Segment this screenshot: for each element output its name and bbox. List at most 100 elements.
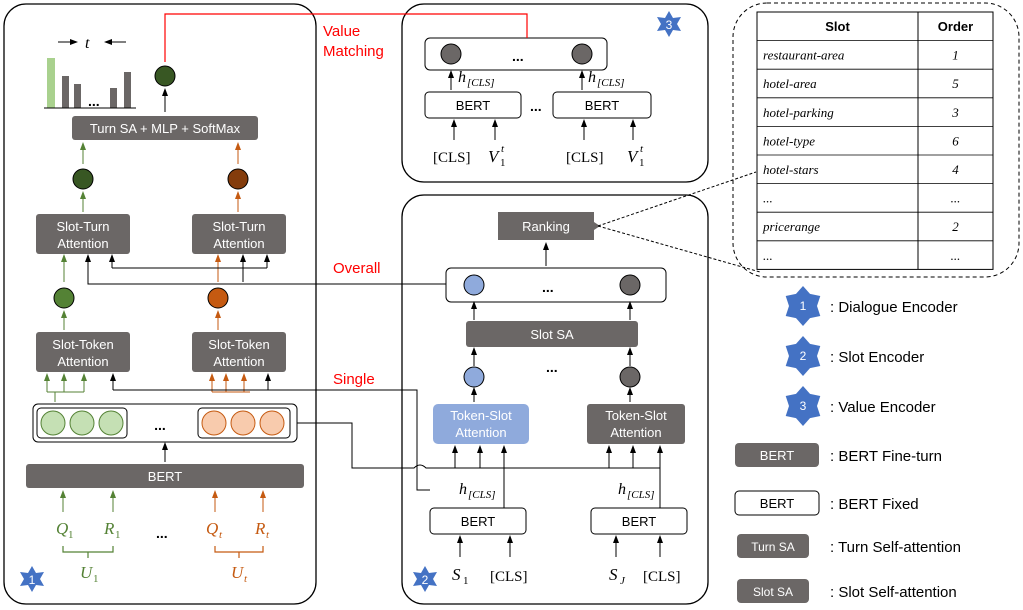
turn-output-node xyxy=(154,65,176,87)
svg-text:1: 1 xyxy=(115,529,121,541)
svg-text:2: 2 xyxy=(800,349,807,363)
svg-text:1: 1 xyxy=(639,157,645,169)
legend-key-box xyxy=(735,443,819,467)
ranking-box xyxy=(498,212,600,240)
ut-brace xyxy=(214,546,264,558)
legend-item-text: : BERT Fine-turn xyxy=(830,448,942,465)
dialogue-encoder-panel xyxy=(3,3,317,605)
table-cell-order: 3 xyxy=(951,105,959,120)
slot-s1-label: S 1 xyxy=(452,565,469,587)
legend-item-text: : Slot Encoder xyxy=(830,349,924,366)
svg-text:U: U xyxy=(231,563,245,582)
svg-text:R: R xyxy=(103,519,115,538)
svg-text:Turn SA + MLP + SoftMax: Turn SA + MLP + SoftMax xyxy=(90,121,241,136)
svg-text:h: h xyxy=(618,481,626,498)
svg-text:Attention: Attention xyxy=(57,236,108,251)
value-v1-2: V 1 t xyxy=(627,143,645,169)
u1-label: U 1 xyxy=(80,563,99,585)
svg-text:t: t xyxy=(266,529,270,541)
slot-ellipsis-top: ... xyxy=(542,279,554,295)
svg-text:1: 1 xyxy=(463,575,469,587)
svg-text:Slot SA: Slot SA xyxy=(530,327,574,342)
table-cell-slot: hotel-stars xyxy=(763,162,819,177)
svg-text:3: 3 xyxy=(666,18,673,32)
value-bert-1 xyxy=(424,91,522,119)
value-h-cls-1: h [CLS] xyxy=(458,69,495,89)
svg-text:BERT: BERT xyxy=(461,514,495,529)
svg-text:h: h xyxy=(459,481,467,498)
svg-text:BERT: BERT xyxy=(148,469,182,484)
value-matching-connection xyxy=(164,13,528,62)
token-node-orange-1 xyxy=(201,410,227,436)
rt-label: R t xyxy=(254,519,270,541)
svg-text:t: t xyxy=(501,143,505,155)
slot-token-output-green xyxy=(53,287,75,309)
dialogue-bert xyxy=(26,464,304,488)
token-node-orange-2 xyxy=(230,410,256,436)
svg-text:h: h xyxy=(588,69,596,86)
value-encoder-panel xyxy=(401,3,709,183)
slot-token-attention-1 xyxy=(36,332,130,372)
svg-text:Attention: Attention xyxy=(455,425,506,440)
turn-sa-mlp-softmax xyxy=(72,116,258,140)
slot-order-callout xyxy=(732,2,1020,278)
svg-text:h: h xyxy=(458,69,466,86)
t-label: t xyxy=(85,35,90,52)
table-cell-order: ... xyxy=(951,248,961,263)
token-slot-attention-1 xyxy=(433,404,529,444)
legend-item-text: : Dialogue Encoder xyxy=(830,299,958,316)
svg-text:1: 1 xyxy=(800,299,807,313)
svg-text:Slot-Token: Slot-Token xyxy=(208,337,269,352)
value-bert-2 xyxy=(552,91,652,119)
overall-connection xyxy=(87,282,446,285)
table-cell-order: 4 xyxy=(952,162,959,177)
slot-sa xyxy=(466,321,638,347)
svg-text:t: t xyxy=(219,529,223,541)
dialogue-encoder-badge: 1 xyxy=(20,566,44,592)
slot-turn-output-green xyxy=(72,168,94,190)
turn-width-marker: t xyxy=(58,35,126,52)
slot-token-attention-2 xyxy=(192,332,286,372)
value-encoder-badge: 3 xyxy=(657,11,681,37)
legend-item-text: : Turn Self-attention xyxy=(830,539,961,556)
slot-turn-output-orange xyxy=(227,168,249,190)
svg-text:BERT: BERT xyxy=(585,98,619,113)
token-node-orange-3 xyxy=(259,410,285,436)
svg-text:1: 1 xyxy=(68,529,74,541)
legend-key-box xyxy=(737,534,809,558)
legend-item-text: : Slot Self-attention xyxy=(830,584,957,601)
svg-text:1: 1 xyxy=(29,573,36,587)
slot-h-cls-1: h [CLS] xyxy=(459,481,496,501)
svg-text:Ranking: Ranking xyxy=(522,219,570,234)
ut-label: U t xyxy=(231,563,248,585)
table-cell-slot: hotel-area xyxy=(763,76,817,91)
svg-text:1: 1 xyxy=(500,157,506,169)
value-h-cls-2: h [CLS] xyxy=(588,69,625,89)
svg-text:S: S xyxy=(609,565,618,584)
bars-ellipsis: ... xyxy=(88,93,100,109)
svg-text:BERT: BERT xyxy=(622,514,656,529)
q1-label: Q 1 xyxy=(56,519,74,541)
table-cell-slot: pricerange xyxy=(762,219,820,234)
legend-key-label: BERT xyxy=(760,496,794,511)
legend-item-text: : BERT Fixed xyxy=(830,496,919,513)
table-cell-order: 1 xyxy=(952,48,959,63)
svg-text:Q: Q xyxy=(56,519,68,538)
svg-text:V: V xyxy=(488,147,501,166)
token-ellipsis: ... xyxy=(154,417,166,433)
qt-label: Q t xyxy=(206,519,223,541)
slot-ellipsis-mid: ... xyxy=(546,359,558,375)
value-cls-2: [CLS] xyxy=(566,150,604,166)
value-ellipsis-top: ... xyxy=(512,48,524,64)
value-matching-label-1: Value xyxy=(323,23,360,40)
table-cell-slot: ... xyxy=(763,248,773,263)
table-cell-slot: hotel-parking xyxy=(763,105,834,120)
value-node-2 xyxy=(571,43,593,65)
table-header-slot: Slot xyxy=(825,19,850,34)
svg-text:t: t xyxy=(640,143,644,155)
legend-key-label: BERT xyxy=(760,448,794,463)
turn-distribution-icon: ... xyxy=(44,58,136,109)
